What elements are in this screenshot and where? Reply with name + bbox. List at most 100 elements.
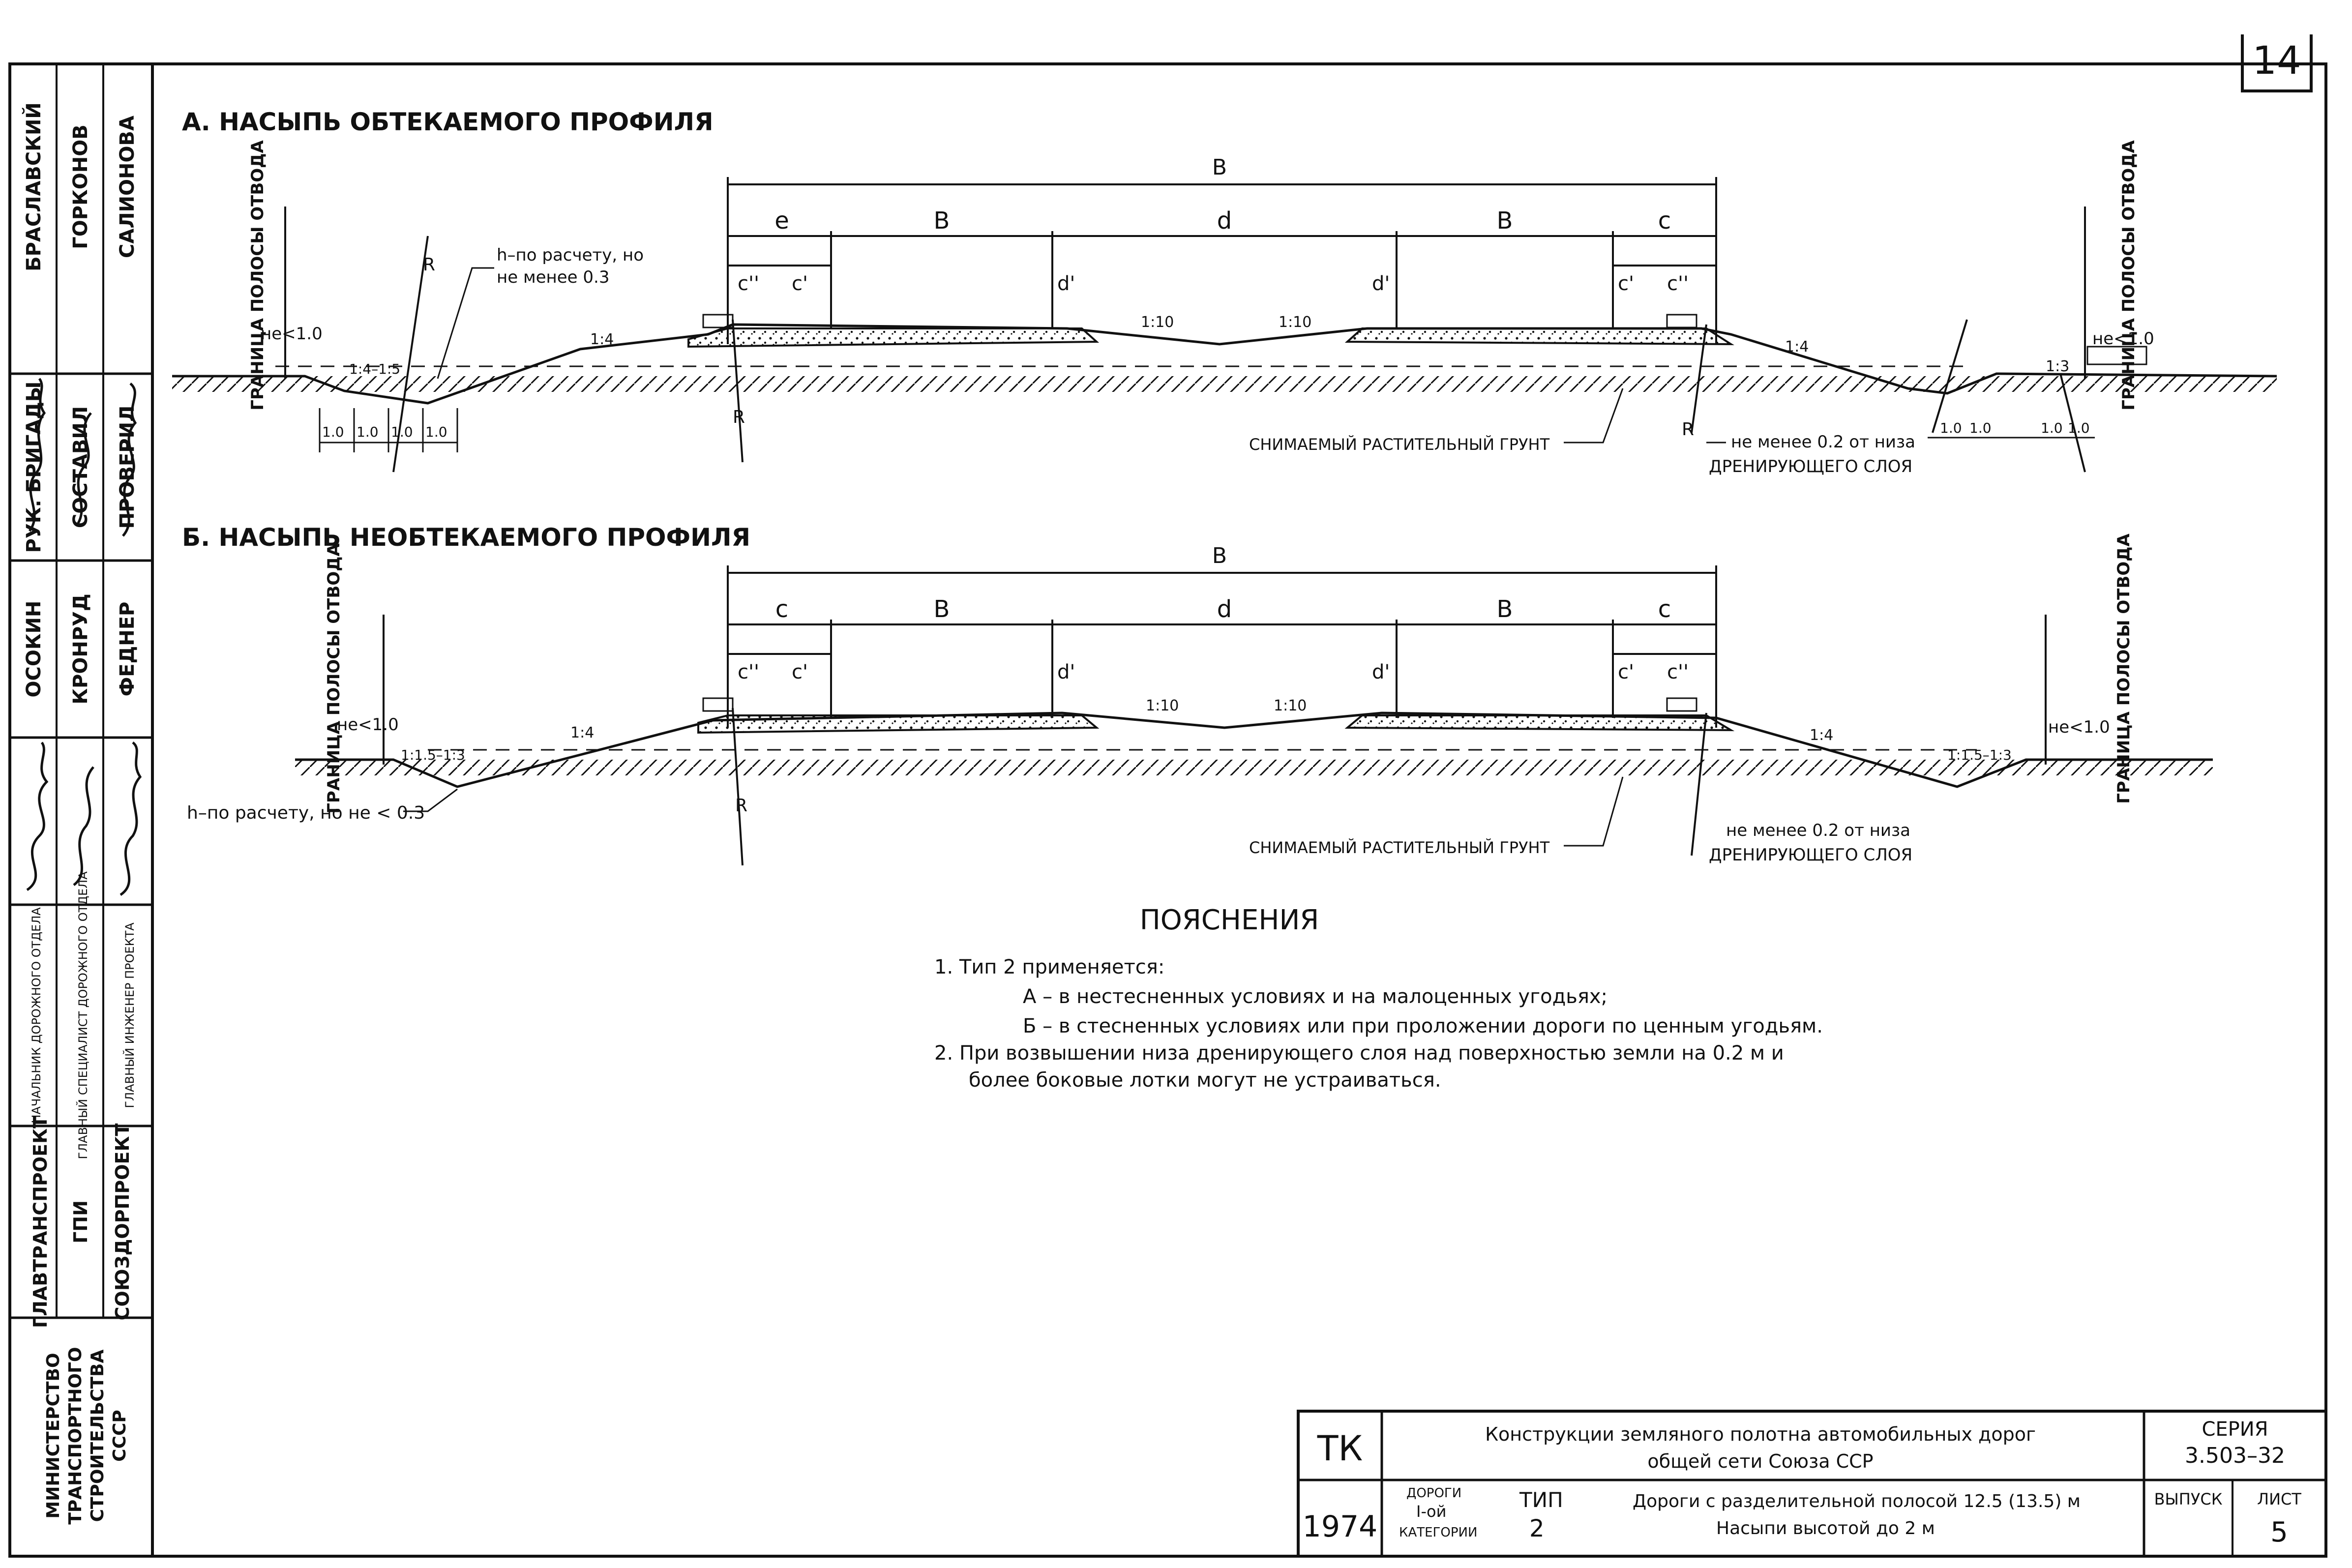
- dim-b-right-a: B: [1497, 207, 1513, 235]
- tb-type-label: ТИП: [1519, 1488, 1563, 1512]
- ne-right-b: не<1.0: [2048, 717, 2110, 737]
- tb-series-label: СЕРИЯ: [2202, 1418, 2268, 1441]
- c-p-right-b: c': [1618, 661, 1634, 683]
- slope-fill-right-b: 1:4: [1810, 727, 1833, 744]
- d-p-right-a: d': [1372, 272, 1390, 295]
- left-strip: БРАСЛАВСКИЙ ГОРКОНОВ САЛИОНОВА РУК. БРИГ…: [10, 64, 152, 1525]
- slope-ditch-right-b: 1:1.5–1:3: [1947, 747, 2012, 763]
- slope-fill-left-b: 1:4: [570, 724, 594, 741]
- c-pp-left-a: c'': [738, 272, 759, 295]
- tb-series: 3.503–32: [2185, 1443, 2285, 1468]
- slope-ditch-left-b: 1:1.5–1:3: [401, 747, 465, 763]
- c-p-right-a: c': [1618, 272, 1634, 295]
- name-osokin: ОСОКИН: [23, 600, 45, 697]
- notes-heading: ПОЯСНЕНИЯ: [1140, 904, 1319, 936]
- note-line-1: 1. Тип 2 применяется:: [934, 956, 1164, 978]
- drain-note-1-a: не менее 0.2 от низа: [1731, 432, 1915, 452]
- dim-1-a2: 1.0: [357, 424, 379, 440]
- dim-b-left-a: B: [934, 207, 950, 235]
- ministry-2: ТРАНСПОРТНОГО: [65, 1347, 86, 1524]
- tb-title-2: общей сети Союза ССР: [1647, 1450, 1873, 1472]
- signatures: [26, 378, 142, 896]
- c-pp-right-a: c'': [1667, 272, 1689, 295]
- section-a-title: А. НАСЫПЬ ОБТЕКАЕМОГО ПРОФИЛЯ: [182, 108, 714, 136]
- drain-layer-left-a: [687, 327, 1100, 348]
- ministry-4: СССР: [110, 1410, 130, 1462]
- dim-1-a6: 1.0: [1969, 420, 1992, 436]
- slope-ditch-a: 1:4–1:5: [349, 361, 400, 377]
- tb-type: 2: [1529, 1515, 1545, 1542]
- section-b: Б. НАСЫПЬ НЕОБТЕКАЕМОГО ПРОФИЛЯ B c B d …: [182, 523, 2213, 866]
- name-gorkonov: ГОРКОНОВ: [69, 124, 92, 249]
- dim-1-a8: 1.0: [2068, 420, 2090, 436]
- tb-road-2: I-ой: [1416, 1502, 1446, 1521]
- dim-1-a5: 1.0: [1940, 420, 1962, 436]
- role-glavinzh: ГЛАВНЫЙ ИНЖЕНЕР ПРОЕКТА: [122, 922, 137, 1108]
- tb-road-1: ДОРОГИ: [1406, 1486, 1461, 1501]
- dim-b-right-b: B: [1497, 595, 1513, 623]
- dim-b-left-b: B: [934, 595, 950, 623]
- dim-1-a3: 1.0: [391, 424, 413, 440]
- slope-mid-left-b: 1:10: [1146, 697, 1179, 714]
- section-a: А. НАСЫПЬ ОБТЕКАЕМОГО ПРОФИЛЯ B e B d B …: [172, 108, 2277, 476]
- d-p-right-b: d': [1372, 661, 1390, 683]
- tb-road-3: КАТЕГОРИИ: [1399, 1525, 1477, 1540]
- ground-hatch-a: [172, 376, 2277, 392]
- ministry-1: МИНИСТЕРСТВО: [43, 1353, 63, 1518]
- r-label-a3: R: [1682, 419, 1694, 440]
- strip-note-b: СНИМАЕМЫЙ РАСТИТЕЛЬНЫЙ ГРУНТ: [1249, 838, 1550, 857]
- dim-e-left-a: e: [774, 207, 789, 235]
- c-p-left-b: c': [792, 661, 808, 683]
- r-label-a2: R: [733, 407, 745, 427]
- drain-note-2-a: ДРЕНИРУЮЩЕГО СЛОЯ: [1709, 457, 1912, 476]
- dim-c-right-a: c: [1658, 207, 1671, 235]
- ground-hatch-b: [295, 760, 2213, 775]
- d-p-left-b: d': [1057, 661, 1075, 683]
- org-soyuzdorproekt: СОЮЗДОРПРОЕКТ: [112, 1124, 133, 1321]
- tb-desc-2: Насыпи высотой до 2 м: [1716, 1518, 1935, 1538]
- c-pp-right-b: c'': [1667, 661, 1689, 683]
- name-braslavsky: БРАСЛАВСКИЙ: [22, 102, 45, 271]
- role-nachalnik: НАЧАЛЬНИК ДОРОЖНОГО ОТДЕЛА: [30, 907, 43, 1124]
- tb-tk: ТК: [1317, 1428, 1363, 1469]
- left-boundary-a: ГРАНИЦА ПОЛОСЫ ОТВОДА: [248, 140, 268, 411]
- ne-right-a: не<1.0: [2092, 329, 2154, 349]
- strip-note-a: СНИМАЕМЫЙ РАСТИТЕЛЬНЫЙ ГРУНТ: [1249, 435, 1550, 454]
- name-kronrud: КРОНРУД: [69, 593, 92, 704]
- slope-mid-right-b: 1:10: [1274, 697, 1307, 714]
- page-number-box: 14: [2241, 34, 2313, 92]
- dim-1-a4: 1.0: [425, 424, 447, 440]
- role-glavspec: ГЛАВНЫЙ СПЕЦИАЛИСТ ДОРОЖНОГО ОТДЕЛА: [76, 871, 90, 1159]
- drain-layer-left-b: [697, 714, 1100, 734]
- left-boundary-b: ГРАНИЦА ПОЛОСЫ ОТВОДА: [324, 543, 344, 814]
- ne-left-a: не<1.0: [261, 324, 323, 344]
- name-salionova: САЛИОНОВА: [116, 116, 139, 258]
- right-boundary-b: ГРАНИЦА ПОЛОСЫ ОТВОДА: [2114, 533, 2134, 804]
- slope-fill-right-a: 1:4: [1785, 338, 1809, 355]
- name-fedner: ФЕДНЕР: [116, 602, 139, 697]
- ground-line-a: [172, 323, 2277, 405]
- dim-c-right-b: c: [1658, 595, 1671, 623]
- tb-title-1: Конструкции земляного полотна автомобиль…: [1485, 1423, 2036, 1445]
- tb-sheet-label: ЛИСТ: [2257, 1490, 2301, 1509]
- note-line-5: более боковые лотки могут не устраиватьс…: [969, 1069, 1441, 1092]
- r-label-a1: R: [423, 255, 435, 275]
- org-gpi: ГПИ: [70, 1200, 91, 1243]
- ground-line-b: [295, 711, 2213, 788]
- note-line-3: Б – в стесненных условиях или при пролож…: [1023, 1015, 1823, 1037]
- page-number: 14: [2252, 39, 2301, 83]
- tb-sheet: 5: [2270, 1516, 2288, 1548]
- note-line-2: А – в нестесненных условиях и на малоцен…: [1023, 985, 1608, 1008]
- tb-year: 1974: [1303, 1509, 1378, 1544]
- drain-note-2-b: ДРЕНИРУЮЩЕГО СЛОЯ: [1709, 845, 1912, 865]
- c-p-left-a: c': [792, 272, 808, 295]
- dim-b-top-b: B: [1212, 543, 1227, 568]
- dim-b-top-a: B: [1212, 155, 1227, 180]
- title-block: ТК 1974 Конструкции земляного полотна ав…: [1297, 1410, 2327, 1558]
- h-note-1-a: h–по расчету, но: [497, 245, 644, 265]
- ministry-3: СТРОИТЕЛЬСТВА: [88, 1349, 108, 1522]
- drain-layer-right-b: [1344, 714, 1735, 732]
- h-note-b: h–по расчету, но не < 0.3: [187, 803, 425, 823]
- right-boundary-a: ГРАНИЦА ПОЛОСЫ ОТВОДА: [2119, 140, 2139, 411]
